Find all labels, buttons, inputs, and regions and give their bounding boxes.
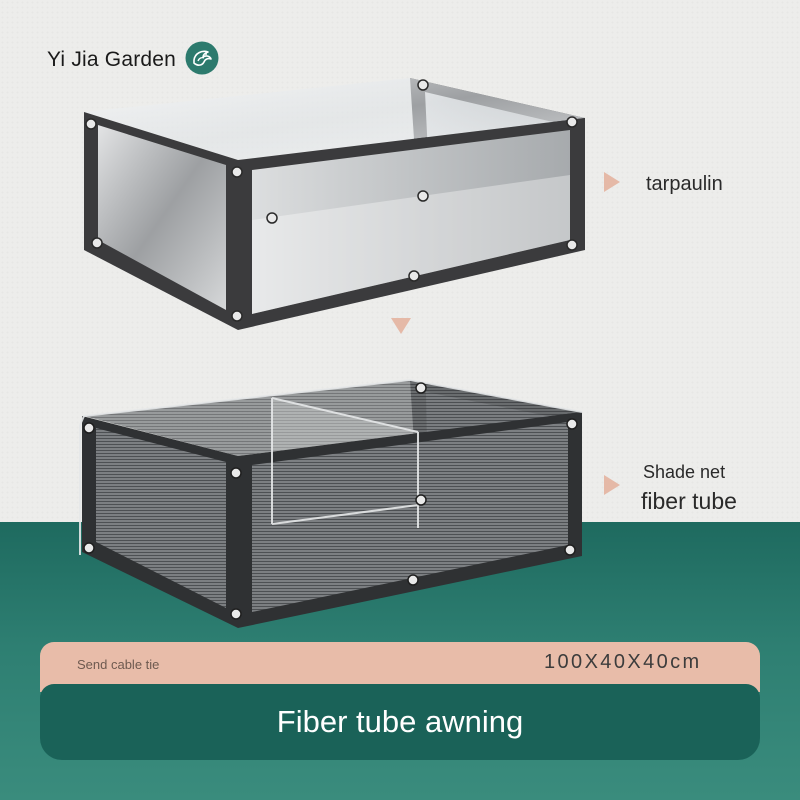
arrow-down-icon: [391, 318, 411, 334]
shade-net-illustration: [79, 378, 583, 628]
arrow-right-icon: [604, 172, 620, 192]
arrow-right-icon: [604, 475, 620, 495]
fiber-tube-label: fiber tube: [641, 488, 737, 514]
title-band: [40, 684, 760, 760]
tarpaulin-cover-illustration: [84, 78, 585, 330]
shade-net-label: Shade net: [643, 462, 726, 482]
cable-tie-note: Send cable tie: [77, 657, 160, 672]
brand-name: Yi Jia Garden: [47, 48, 177, 71]
info-band: [40, 642, 760, 692]
tarpaulin-label: tarpaulin: [646, 173, 723, 195]
dimensions-text: 100X40X40cm: [544, 651, 702, 673]
bird-emblem-icon: [185, 41, 219, 75]
product-title: Fiber tube awning: [276, 704, 524, 739]
